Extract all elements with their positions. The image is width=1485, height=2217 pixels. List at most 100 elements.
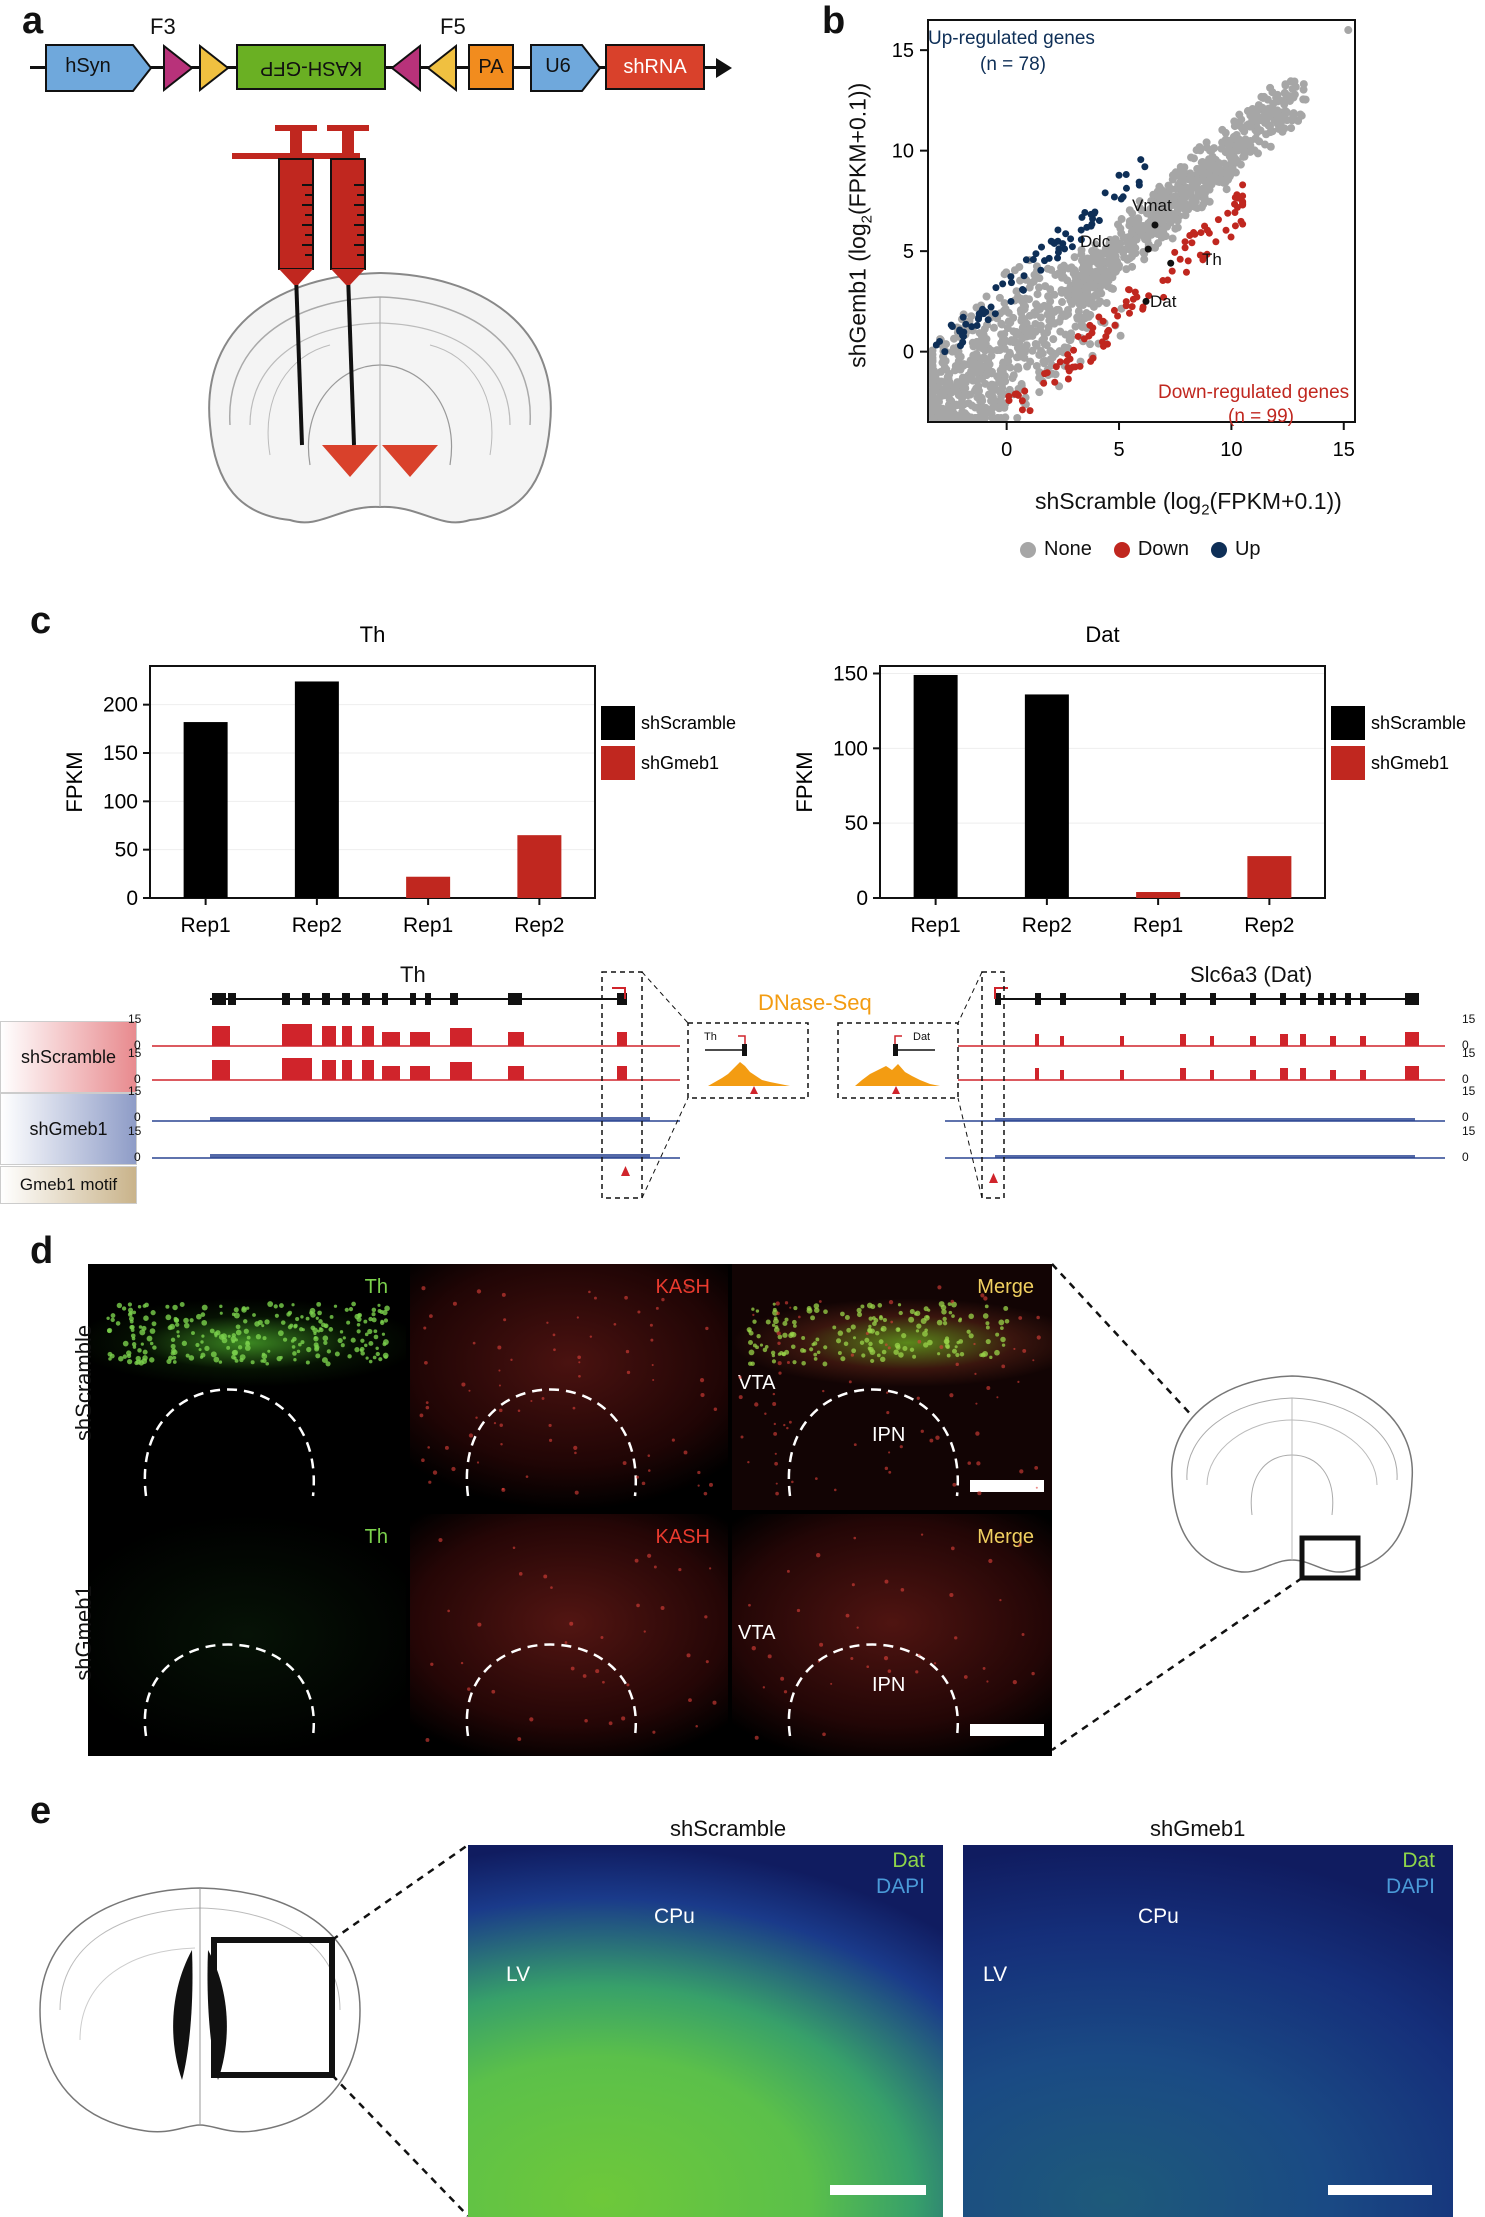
kash-cell: [541, 1397, 545, 1400]
y-tick-label: 100: [833, 737, 868, 760]
kash-gfp-label: KASH-GFP: [259, 56, 363, 79]
kash-cell: [695, 1724, 698, 1728]
scatter-point-none: [1033, 303, 1042, 312]
scatter-point-down: [1021, 387, 1029, 395]
merge-cell: [777, 1334, 783, 1340]
e-dapi-label-2: DAPI: [1385, 1875, 1435, 1898]
scatter-point-none: [1113, 241, 1122, 250]
merge-cell: [814, 1307, 820, 1313]
bar-category-label: Rep1: [911, 914, 961, 937]
th-cell: [381, 1332, 386, 1336]
kash-cell: [915, 1670, 919, 1674]
signal-peak: [508, 1066, 524, 1080]
kash-cell: [920, 1533, 924, 1536]
th-cell: [325, 1361, 331, 1367]
scale-top-r2: 15: [1462, 1046, 1476, 1060]
kash-cell: [1036, 1315, 1040, 1320]
scatter-point-none: [1012, 287, 1021, 296]
exon: [1318, 993, 1324, 1005]
legend-none-marker: [1020, 541, 1036, 558]
scatter-point-none: [1207, 180, 1216, 189]
kash-cell: [850, 1656, 854, 1661]
kash-cell: [982, 1667, 986, 1670]
th-cell: [201, 1319, 208, 1326]
kash-cell: [548, 1423, 552, 1428]
scatter-point-none: [1035, 388, 1044, 397]
kash-cell: [884, 1343, 888, 1347]
scatter-point-none: [1152, 214, 1161, 223]
scatter-point-down: [1212, 238, 1220, 246]
connector: [957, 1097, 983, 1199]
scatter-point-none: [1149, 190, 1158, 199]
merge-cell: [895, 1327, 901, 1333]
merge-cell: [893, 1349, 899, 1355]
scatter-point-down: [1063, 357, 1071, 365]
signal-peak: [617, 1066, 627, 1080]
scatter-point-none: [1180, 167, 1189, 176]
y-tick-label: 50: [115, 839, 138, 862]
merge-cell: [748, 1339, 753, 1345]
scatter-point-none: [952, 387, 961, 396]
annotated-gene-point: [1151, 221, 1159, 229]
kash-cell: [712, 1700, 717, 1705]
exon: [1405, 993, 1419, 1005]
kash-cell: [713, 1407, 718, 1411]
scatter-point-up: [991, 310, 999, 318]
th-cell: [360, 1338, 365, 1343]
track-gene-th: Th: [400, 962, 426, 987]
th-cell: [255, 1334, 262, 1340]
bar-chart-title: Th: [360, 622, 386, 647]
merge-cell: [771, 1354, 776, 1358]
th-cell: [200, 1340, 204, 1344]
merge-cell: [771, 1323, 776, 1327]
merge-cell: [810, 1315, 816, 1321]
signal-peak: [322, 1060, 336, 1080]
merge-cell: [790, 1344, 796, 1350]
motif-marker-dat: [989, 1173, 998, 1183]
kash-cell: [518, 1572, 523, 1576]
kash-cell: [767, 1654, 772, 1659]
scatter-point-none: [1171, 224, 1180, 233]
kash-cell: [444, 1445, 449, 1450]
signal-peak: [1280, 1068, 1288, 1080]
scatter-point-none: [1103, 282, 1112, 291]
scatter-point-none: [1084, 312, 1093, 321]
merge-cell: [985, 1338, 991, 1345]
th-cell: [172, 1304, 178, 1311]
scatter-point-none: [1290, 77, 1299, 86]
th-cell: [219, 1311, 223, 1315]
exon: [425, 993, 431, 1005]
kash-cell: [1019, 1469, 1024, 1474]
scatter-point-up: [968, 323, 976, 331]
kash-cell: [764, 1412, 767, 1415]
scatter-point-up: [973, 321, 981, 329]
merge-cell: [773, 1326, 780, 1333]
scatter-point-none: [1186, 174, 1195, 183]
annotated-gene-point: [1142, 297, 1150, 305]
scatter-point-none: [1299, 80, 1308, 89]
merge-cell: [985, 1321, 990, 1326]
scatter-point-none: [997, 330, 1006, 339]
merge-cell: [823, 1345, 828, 1350]
scatter-point-down: [1065, 367, 1073, 375]
scatter-point-down: [1018, 406, 1026, 414]
kash-cell: [980, 1293, 985, 1298]
merge-cell: [813, 1303, 820, 1309]
bar-category-label: Rep2: [514, 914, 564, 937]
scatter-point-none: [1108, 273, 1117, 282]
kash-cell: [500, 1443, 503, 1446]
inset-tss: [738, 1035, 746, 1044]
kash-cell: [939, 1345, 944, 1349]
bar-y-axis-label: FPKM: [62, 751, 87, 812]
track-label-shscramble: shScramble: [0, 1021, 137, 1093]
th-cell: [151, 1321, 157, 1327]
th-cell: [382, 1342, 387, 1347]
scatter-point-none: [939, 391, 948, 400]
th-cell: [295, 1316, 300, 1322]
scatter-point-none: [1217, 168, 1226, 177]
kash-cell: [973, 1342, 976, 1346]
scatter-point-up: [1032, 250, 1040, 258]
merge-cell: [924, 1314, 930, 1321]
scatter-point-none: [1101, 244, 1110, 253]
scatter-point-none: [1040, 359, 1049, 368]
